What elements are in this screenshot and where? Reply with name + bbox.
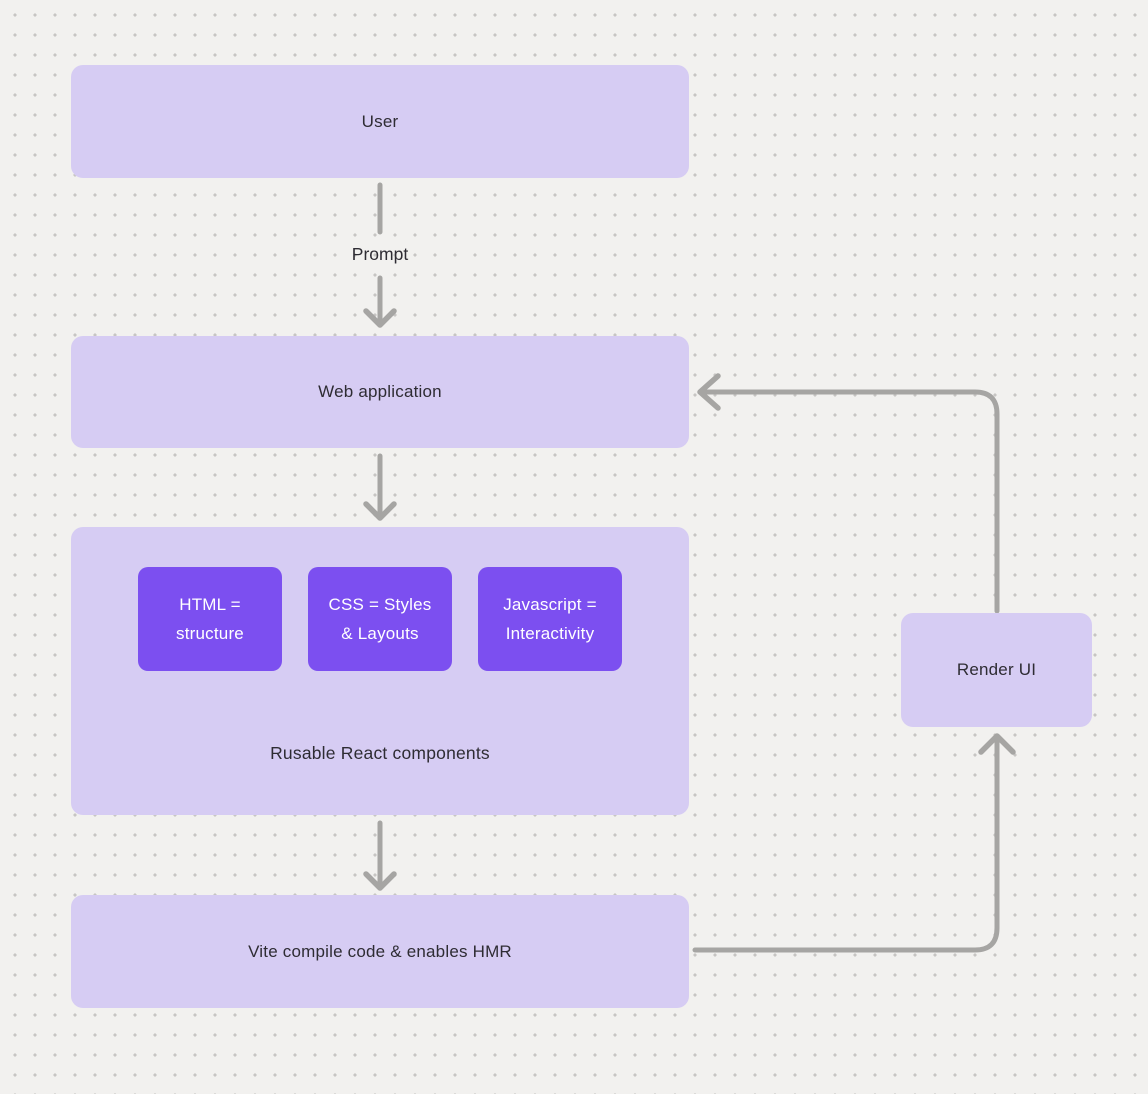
arrowhead-left-icon <box>697 373 721 411</box>
node-user-label: User <box>361 111 399 131</box>
node-css-label-line1: CSS = Styles <box>328 595 432 614</box>
node-css-label-line2: & Layouts <box>341 624 419 643</box>
node-web-application-label: Web application <box>318 382 442 401</box>
edge-renderui-to-webapp[interactable] <box>697 373 1000 614</box>
arrowhead-up-icon <box>978 733 1016 755</box>
node-html-label-line2: structure <box>176 624 244 643</box>
node-components-group-label: Rusable React components <box>270 743 490 763</box>
node-components-group[interactable]: HTML = structure CSS = Styles & Layouts … <box>71 527 689 815</box>
node-javascript-label-line2: Interactivity <box>505 624 595 643</box>
node-web-application[interactable]: Web application <box>71 336 689 448</box>
node-javascript[interactable]: Javascript = Interactivity <box>478 567 622 671</box>
node-css[interactable]: CSS = Styles & Layouts <box>308 567 452 671</box>
node-vite[interactable]: Vite compile code & enables HMR <box>71 895 689 1008</box>
node-html-label-line1: HTML = <box>179 595 241 614</box>
edge-label-prompt: Prompt <box>351 244 409 264</box>
node-javascript-label-line1: Javascript = <box>503 595 597 614</box>
edge-user-to-webapp[interactable] <box>363 182 397 328</box>
arrowhead-down-icon <box>363 501 397 521</box>
node-vite-label: Vite compile code & enables HMR <box>248 941 512 961</box>
edge-components-to-vite[interactable] <box>363 820 397 891</box>
node-html[interactable]: HTML = structure <box>138 567 282 671</box>
node-render-ui[interactable]: Render UI <box>901 613 1092 727</box>
edge-vite-to-renderui[interactable] <box>692 733 1016 953</box>
arrowhead-down-icon <box>363 308 397 328</box>
node-user[interactable]: User <box>71 65 689 178</box>
node-render-ui-label: Render UI <box>956 660 1037 679</box>
arrowhead-down-icon <box>363 871 397 891</box>
edge-webapp-to-components[interactable] <box>363 453 397 521</box>
